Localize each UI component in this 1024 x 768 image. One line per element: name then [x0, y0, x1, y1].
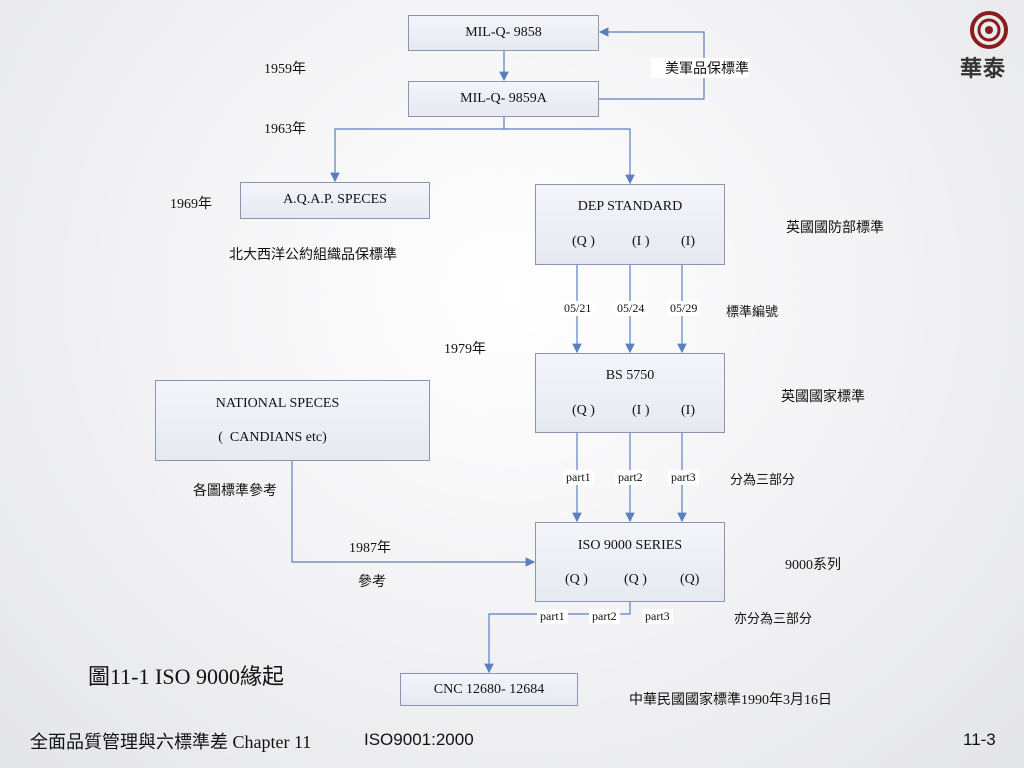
box-dep-standard: DEP STANDARD (Q ) (I ) (I) [535, 184, 725, 265]
label-1969: 1969年 [170, 197, 212, 212]
tag-bs-part-1: part1 [563, 470, 594, 485]
label-reference: 參考 [358, 575, 386, 590]
national-line-2: ( CANDIANS etc) [218, 430, 327, 445]
dep-title: DEP STANDARD [577, 199, 683, 214]
box-mil-q-9859a: MIL-Q- 9859A [408, 81, 599, 117]
tag-bs-part-2: part2 [615, 470, 646, 485]
label-roc-standard: 中華民國國家標準1990年3月16日 [629, 693, 832, 708]
iso9000-part-1: (Q ) [565, 572, 588, 587]
box-mil-q-9858-label: MIL-Q- 9858 [465, 25, 542, 40]
box-national-speces: NATIONAL SPECES ( CANDIANS etc) [155, 380, 430, 461]
label-uk-defense: 英國國防部標準 [786, 221, 884, 236]
tag-iso-part-1: part1 [537, 609, 568, 624]
arrow-9859a-to-dep [504, 128, 635, 185]
label-9000-series: 9000系列 [785, 558, 841, 573]
tag-dep-number-3: 05/29 [667, 301, 701, 316]
box-bs-5750: BS 5750 (Q ) (I ) (I) [535, 353, 725, 433]
dep-part-2: (I ) [632, 234, 650, 249]
label-1987: 1987年 [349, 541, 391, 556]
bs5750-part-1: (Q ) [572, 403, 595, 418]
box-mil-q-9858: MIL-Q- 9858 [408, 15, 599, 51]
national-line-1: NATIONAL SPECES [215, 396, 340, 411]
label-nato: 北大西洋公約組織品保標準 [229, 248, 397, 263]
dep-part-1: (Q ) [572, 234, 595, 249]
box-aqap: A.Q.A.P. SPECES [240, 182, 430, 219]
bs5750-part-2: (I ) [632, 403, 650, 418]
label-standard-number: 標準編號 [726, 304, 779, 319]
footer-iso-label: ISO9001:2000 [364, 730, 474, 749]
logo-rings-icon [970, 11, 1008, 49]
tag-iso-part-3: part3 [642, 609, 673, 624]
label-1959: 1959年 [264, 62, 306, 77]
arrow-national-to-iso [291, 461, 536, 567]
dep-part-3: (I) [681, 234, 695, 249]
box-cnc: CNC 12680- 12684 [400, 673, 578, 706]
iso9000-part-3: (Q) [680, 572, 700, 587]
bs5750-title: BS 5750 [605, 368, 655, 383]
label-us-military: 美軍品保標準 [651, 58, 749, 78]
label-uk-national: 英國國家標準 [781, 390, 865, 405]
tag-iso-part-2: part2 [589, 609, 620, 624]
huatai-logo [958, 8, 1020, 83]
bs5750-part-3: (I) [681, 403, 695, 418]
figure-caption: 圖11-1 ISO 9000緣起 [88, 664, 284, 689]
label-1963: 1963年 [264, 122, 306, 137]
label-also-three-parts: 亦分為三部分 [734, 611, 813, 626]
tag-dep-number-2: 05/24 [614, 301, 648, 316]
tag-dep-number-1: 05/21 [561, 301, 595, 316]
iso9000-title: ISO 9000 SERIES [577, 538, 683, 553]
box-iso-9000-series: ISO 9000 SERIES (Q ) (Q ) (Q) [535, 522, 725, 602]
label-three-parts: 分為三部分 [730, 472, 796, 487]
label-national-ref: 各圖標準參考 [193, 484, 277, 499]
box-mil-q-9859a-label: MIL-Q- 9859A [460, 91, 547, 106]
tag-bs-part-3: part3 [668, 470, 699, 485]
arrow-9859a-to-aqap [330, 117, 505, 183]
box-aqap-label: A.Q.A.P. SPECES [283, 192, 387, 207]
footer-page-number: 11-3 [963, 730, 996, 749]
iso9000-part-2: (Q ) [624, 572, 647, 587]
footer-course-title: 全面品質管理與六標準差 Chapter 11 [30, 732, 312, 752]
logo-text: 華泰 [960, 56, 1007, 81]
box-cnc-label: CNC 12680- 12684 [433, 682, 545, 697]
label-1979: 1979年 [444, 342, 486, 357]
